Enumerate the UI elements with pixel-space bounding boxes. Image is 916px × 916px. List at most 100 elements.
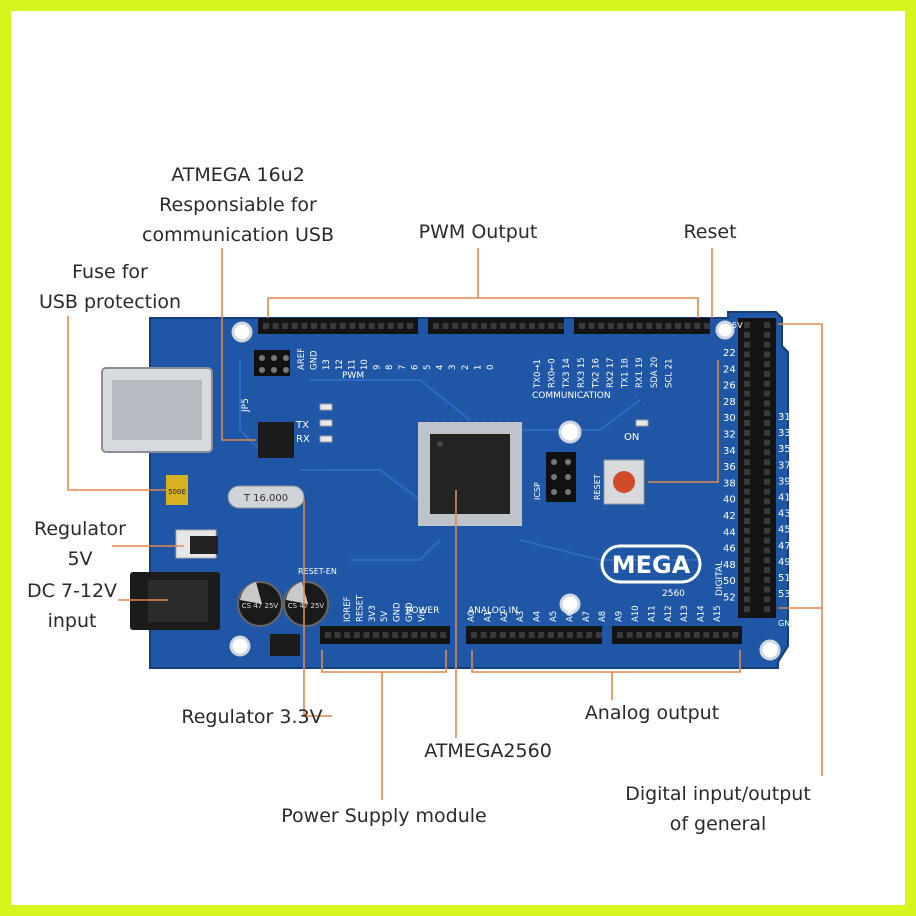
pin-label: GND [405, 602, 415, 622]
jp5-label: JP5 [241, 398, 251, 413]
header-socket [359, 323, 365, 329]
regulator-5v-callout: Regulator 5V [22, 514, 138, 574]
header-socket [764, 488, 770, 495]
pin-label: 47 [778, 541, 791, 552]
header-socket [490, 632, 497, 638]
atmega2560-chip [418, 422, 522, 526]
pin-label: A10 [631, 605, 641, 622]
pin-label: A4 [533, 611, 543, 622]
header-socket [764, 439, 770, 446]
pin-label: 39 [778, 476, 791, 487]
pin-label: 31 [778, 412, 791, 423]
header-socket [519, 323, 526, 329]
pin-label: TX2 16 [591, 358, 601, 389]
pin-label: 37 [778, 460, 791, 471]
header-socket [519, 632, 525, 638]
rx-label: RX [296, 434, 310, 445]
header-socket [452, 323, 459, 329]
pin-label: 9 [373, 365, 383, 370]
pin-label: 7 [398, 365, 408, 370]
pin-label: 30 [723, 413, 736, 424]
header-socket [567, 632, 573, 638]
header-socket [407, 323, 413, 329]
dc-jack-face [148, 580, 208, 622]
header-socket [744, 488, 750, 495]
regulator-5v-body [190, 536, 218, 554]
pin-label: A13 [680, 605, 690, 622]
header-socket [744, 606, 750, 613]
pin-label: A14 [697, 605, 707, 622]
header-socket [744, 429, 750, 436]
header-socket [430, 632, 437, 638]
header-socket [744, 567, 750, 573]
icsp-label: ICSP [533, 482, 542, 500]
pin-label: IOREF [343, 597, 353, 622]
pwm-output-callout: PWM Output [418, 221, 538, 243]
header-socket [764, 518, 770, 524]
svg-text:CS 47 25V: CS 47 25V [288, 602, 325, 610]
pin-label: 8 [385, 365, 395, 370]
fuse [166, 475, 188, 505]
header-socket [646, 323, 653, 329]
pin-label: 12 [335, 359, 345, 370]
pin-label: 51 [778, 573, 791, 584]
header-socket [744, 331, 750, 338]
header-socket [764, 557, 770, 564]
pin-label: A12 [664, 605, 674, 622]
digital-io-callout: Digital input/output of general [606, 779, 830, 839]
header-socket [272, 323, 279, 329]
pin-label: 33 [778, 428, 791, 439]
five-v-label: 5V [732, 321, 743, 330]
pin-label: GND [310, 350, 320, 370]
header-socket [433, 323, 439, 329]
digital-pin-labels: 2224262830323436384042444648505231333537… [723, 348, 791, 604]
header-socket [626, 632, 633, 638]
bottom-header-sockets [325, 632, 739, 638]
header-socket [764, 537, 770, 544]
pin-label: 22 [723, 348, 736, 359]
pin-label: SDA 20 [650, 357, 660, 388]
header-socket [382, 632, 389, 638]
pin-label: 36 [723, 462, 736, 473]
header-socket [387, 323, 394, 329]
header-socket [764, 410, 770, 417]
header-socket [291, 323, 298, 329]
pin-label: A0 [467, 611, 477, 622]
header-socket [764, 371, 770, 377]
header-socket [480, 632, 487, 638]
digital-io-line1: Digital input/output [625, 783, 811, 805]
header-socket [263, 323, 269, 329]
header-socket [744, 527, 750, 534]
header-socket [703, 323, 710, 329]
pin-label: TX0→1 [533, 359, 543, 389]
pin-label: 3V3 [368, 605, 378, 622]
header-socket [764, 586, 770, 593]
header-socket [744, 380, 750, 387]
header-socket [344, 632, 351, 638]
pin-label: 6 [410, 365, 420, 370]
pin-label: 42 [723, 511, 736, 522]
atmega16u2-line1: ATMEGA 16u2 [171, 164, 305, 186]
header-socket [744, 420, 750, 426]
atmega16u2-chip [258, 422, 294, 458]
crystal-16mhz [227, 485, 305, 509]
capacitor-1: CS 47 25V [237, 581, 283, 627]
fuse-line2: USB protection [38, 291, 182, 313]
communication-section-label: COMMUNICATION [532, 391, 611, 401]
header-socket [481, 323, 487, 329]
pin-label: A3 [516, 611, 526, 622]
regulator-5v-line1: Regulator [34, 518, 126, 540]
mounting-holes [229, 320, 781, 661]
pin-label: 10 [360, 359, 370, 370]
pin-label: 34 [723, 446, 736, 457]
header-socket [499, 632, 506, 638]
header-socket [363, 632, 370, 638]
pin-label: RX3 15 [577, 357, 587, 388]
header-socket [311, 323, 317, 329]
pin-label: Vin [417, 609, 427, 622]
leader-lines [67, 248, 823, 800]
header-socket [547, 632, 554, 638]
header-socket [764, 390, 770, 397]
